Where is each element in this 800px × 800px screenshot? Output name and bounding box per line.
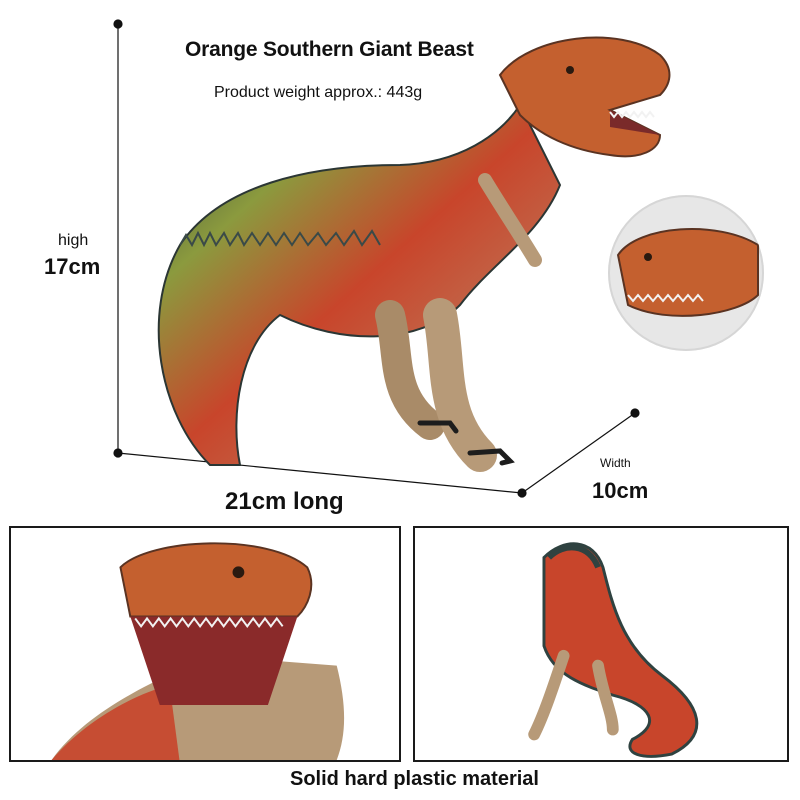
material-caption: Solid hard plastic material — [290, 768, 539, 790]
panel-head-closeup — [9, 526, 401, 762]
width-value: 10cm — [592, 478, 649, 503]
dinosaur-head-closeup-icon — [616, 228, 759, 317]
height-label: high — [58, 232, 89, 249]
zoom-circle — [608, 195, 764, 351]
product-weight: Product weight approx.: 443g — [214, 84, 423, 101]
dinosaur-rear-view-icon — [416, 528, 786, 760]
dinosaur-figure-icon — [157, 36, 671, 472]
product-title: Orange Southern Giant Beast — [185, 38, 474, 61]
panel-rear-view — [413, 526, 789, 762]
width-label: Width — [600, 456, 631, 470]
dinosaur-head-open-mouth-icon — [12, 528, 398, 760]
dimension-lines — [113, 19, 640, 498]
height-value: 17cm — [44, 254, 101, 279]
length-value: 21cm long — [225, 488, 344, 515]
